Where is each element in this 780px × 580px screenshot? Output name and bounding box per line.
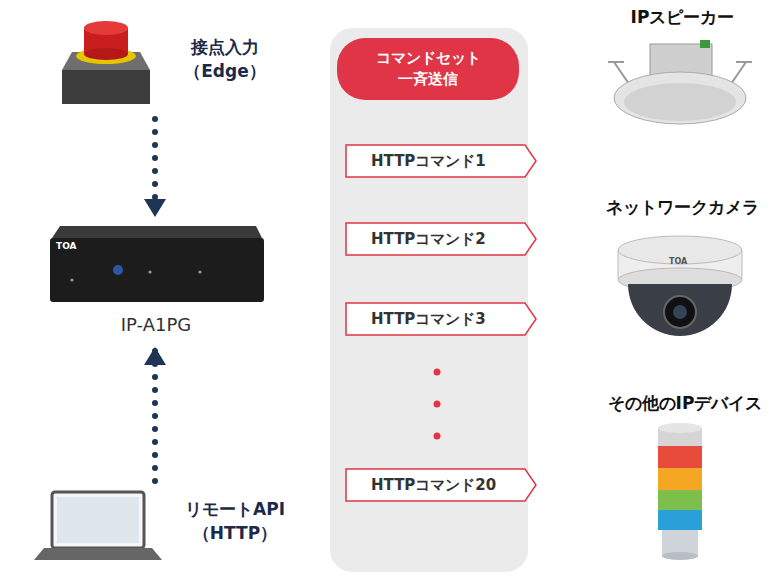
ip-speaker-icon [608,40,752,124]
chevron-outline [346,469,536,501]
ip-speaker-icon-part [700,40,710,48]
ellipsis-dots [434,369,441,440]
network-camera-node: ネットワークカメラ [600,196,765,351]
gateway-device-icon-part [148,270,151,273]
ip-device-node: その他のIPデバイス [595,392,775,562]
ip-speaker-node: IPスピーカー [600,6,765,131]
push-button-icon-part [84,21,128,35]
laptop-icon [34,492,162,560]
laptop-icon-part [34,548,162,560]
dotted-arrow [152,347,158,481]
node-label: HTTPコマンド1 [371,151,486,172]
laptop-icon-part [52,492,144,548]
gateway-device-node: IP-A1PG [40,222,272,342]
gateway-device-icon-part [52,226,262,238]
push-button-icon-part [84,48,128,60]
ellipsis-dots-part [434,369,441,376]
ip-speaker-icon-part [624,83,736,121]
chevron-outline [346,223,536,255]
remote-api-node: リモートAPI （HTTP） [35,486,299,560]
chevron-outline [346,145,536,177]
signal-tower-icon-part [658,446,702,468]
node-label: ネットワークカメラ [600,196,765,220]
signal-tower-icon-part [658,468,702,490]
gateway-device-icon [50,226,264,302]
node-label: IP-A1PG [40,312,272,337]
node-label: 接点入力 （Edge） [174,36,276,84]
ip-speaker-icon-part [614,72,746,124]
header-pill [337,38,519,100]
signal-tower-icon-part [662,552,698,560]
node-label: HTTPコマンド3 [371,309,486,330]
dotted-arrow [152,119,158,217]
node-label: リモートAPI （HTTP） [175,498,295,546]
gateway-device-icon-part [113,265,123,275]
network-camera-icon [618,236,742,336]
network-camera-icon-part [628,284,732,336]
http-command-box: HTTPコマンド2 [345,222,537,256]
header-pill-shape [337,38,519,100]
ellipsis-dots-part [434,401,441,408]
signal-tower-icon-part [658,490,702,510]
gateway-device-icon-part [50,238,264,302]
signal-tower-icon-part [658,510,702,530]
command-set-header: コマンドセット 一斉送信 [337,38,519,100]
signal-tower-icon [658,423,702,560]
ellipsis-dots-part [434,433,441,440]
node-label: HTTPコマンド20 [371,475,496,496]
contact-input-node: 接点入力 （Edge） [55,22,280,114]
gateway-device-icon-part [70,278,73,281]
node-label: HTTPコマンド2 [371,229,486,250]
gateway-device-icon-part [198,270,201,273]
network-camera-icon-part [664,296,696,328]
http-command-box: HTTPコマンド1 [345,144,537,178]
http-command-box: HTTPコマンド20 [345,468,537,502]
node-label: IPスピーカー [600,6,765,30]
laptop-icon-part [57,497,139,543]
http-command-box: HTTPコマンド3 [345,302,537,336]
signal-tower-icon-part [658,423,702,433]
network-camera-icon-part [673,305,687,319]
push-button-icon [62,21,150,104]
push-button-icon-part [62,70,150,104]
chevron-outline [346,303,536,335]
network-camera-icon-part [618,236,742,264]
node-label: コマンドセット 一斉送信 [363,48,493,90]
node-label: その他のIPデバイス [595,392,775,416]
ip-speaker-icon-part [608,61,624,63]
ip-speaker-icon-part [736,61,752,63]
